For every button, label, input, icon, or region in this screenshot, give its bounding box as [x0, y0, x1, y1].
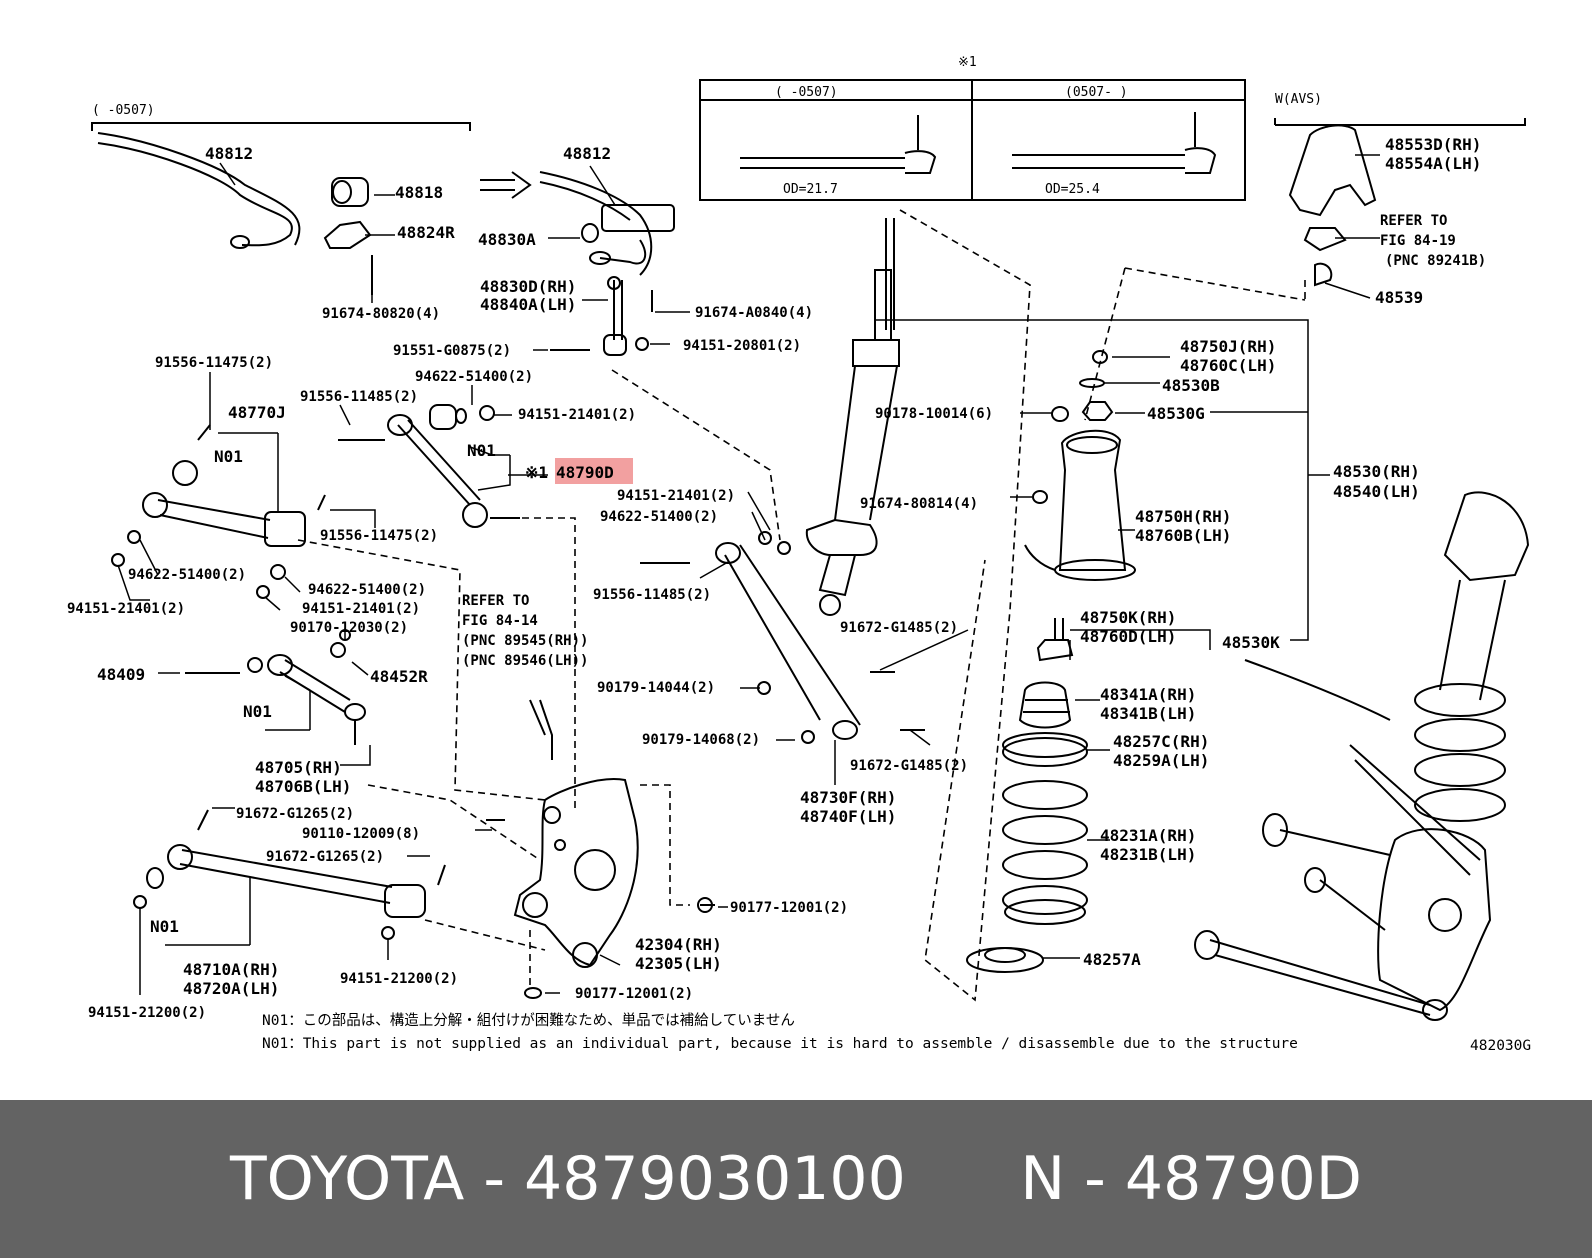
- part-90170-12030: 90170-12030(2): [290, 620, 408, 636]
- part-94151-21401-d: 94151-21401(2): [617, 488, 735, 504]
- diagram-code: 482030G: [1470, 1038, 1531, 1054]
- part-48452R: 48452R: [370, 667, 428, 686]
- part-94151-21200-a: 94151-21200(2): [340, 971, 458, 987]
- range-left: ( -0507): [775, 85, 838, 100]
- highlight-prefix: ※1: [525, 463, 548, 482]
- part-91556-11475-a: 91556-11475(2): [155, 355, 273, 371]
- part-48750K: 48750K(RH): [1080, 608, 1176, 627]
- part-94151-21401-a: 94151-21401(2): [518, 407, 636, 423]
- part-90178-10014: 90178-10014(6): [875, 406, 993, 422]
- highlight-box: [555, 458, 633, 484]
- refer-fig-84-19-line3: (PNC 89241B): [1385, 253, 1486, 269]
- n01-label-1: N01: [214, 447, 243, 466]
- part-91674-80820: 91674-80820(4): [322, 306, 440, 322]
- part-94151-21200-b: 94151-21200(2): [88, 1005, 206, 1021]
- part-48540: 48540(LH): [1333, 482, 1420, 501]
- part-94151-21401-b: 94151-21401(2): [67, 601, 185, 617]
- part-48231A: 48231A(RH): [1100, 826, 1196, 845]
- part-48790D-highlight: 48790D: [556, 463, 614, 482]
- part-48812-left: 48812: [205, 144, 253, 163]
- part-91551-G0875: 91551-G0875(2): [393, 343, 511, 359]
- n01-label-4: N01: [150, 917, 179, 936]
- part-48760D: 48760D(LH): [1080, 627, 1176, 646]
- refer-fig-84-14-line1: REFER TO: [462, 593, 529, 609]
- n01-label-3: N01: [243, 702, 272, 721]
- part-94622-51400-b: 94622-51400(2): [128, 567, 246, 583]
- refer-fig-84-19-line1: REFER TO: [1380, 213, 1447, 229]
- note-english: N01：This part is not supplied as an indi…: [262, 1036, 1298, 1052]
- part-48530B: 48530B: [1162, 376, 1220, 395]
- part-90110-12009: 90110-12009(8): [302, 826, 420, 842]
- star1-label: ※1: [958, 55, 977, 70]
- part-42304: 42304(RH): [635, 935, 722, 954]
- part-90179-14044: 90179-14044(2): [597, 680, 715, 696]
- part-48750H: 48750H(RH): [1135, 507, 1231, 526]
- part-94151-20801: 94151-20801(2): [683, 338, 801, 354]
- part-48553D: 48553D(RH): [1385, 135, 1481, 154]
- n01-label-2: N01: [467, 441, 496, 460]
- od-right: OD=25.4: [1045, 182, 1100, 197]
- refer-fig-84-14-line4: (PNC 89546(LH)): [462, 653, 588, 669]
- part-48409: 48409: [97, 665, 145, 684]
- part-48750J: 48750J(RH): [1180, 337, 1276, 356]
- part-91672-G1265-a: 91672-G1265(2): [236, 806, 354, 822]
- part-48812-right: 48812: [563, 144, 611, 163]
- part-94622-51400-c: 94622-51400(2): [308, 582, 426, 598]
- part-48830D: 48830D(RH): [480, 277, 576, 296]
- part-94622-51400-a: 94622-51400(2): [415, 369, 533, 385]
- part-48770J: 48770J: [228, 403, 286, 422]
- part-48710A: 48710A(RH): [183, 960, 279, 979]
- part-94622-51400-d: 94622-51400(2): [600, 509, 718, 525]
- part-48539: 48539: [1375, 288, 1423, 307]
- part-48257C: 48257C(RH): [1113, 732, 1209, 751]
- part-94151-21401-c: 94151-21401(2): [302, 601, 420, 617]
- part-48341A: 48341A(RH): [1100, 685, 1196, 704]
- od-left: OD=21.7: [783, 182, 838, 197]
- part-42305: 42305(LH): [635, 954, 722, 973]
- part-48341B: 48341B(LH): [1100, 704, 1196, 723]
- part-48257A: 48257A: [1083, 950, 1141, 969]
- refer-fig-84-14-line2: FIG 84-14: [462, 613, 538, 629]
- part-48730F: 48730F(RH): [800, 788, 896, 807]
- part-48554A: 48554A(LH): [1385, 154, 1481, 173]
- part-48760C: 48760C(LH): [1180, 356, 1276, 375]
- parts-diagram: ※1 ( -0507) (0507- ) OD=21.7 OD=25.4 ( -…: [67, 55, 1531, 1054]
- part-48706B: 48706B(LH): [255, 777, 351, 796]
- part-90177-12001-b: 90177-12001(2): [575, 986, 693, 1002]
- part-48259A: 48259A(LH): [1113, 751, 1209, 770]
- range-top: ( -0507): [92, 103, 155, 118]
- part-91674-A0840: 91674-A0840(4): [695, 305, 813, 321]
- refer-fig-84-14-line3: (PNC 89545(RH)): [462, 633, 588, 649]
- part-48824R: 48824R: [397, 223, 455, 242]
- part-48705: 48705(RH): [255, 758, 342, 777]
- part-48231B: 48231B(LH): [1100, 845, 1196, 864]
- part-90177-12001-a: 90177-12001(2): [730, 900, 848, 916]
- part-48720A: 48720A(LH): [183, 979, 279, 998]
- refer-fig-84-19-line2: FIG 84-19: [1380, 233, 1456, 249]
- part-48740F: 48740F(LH): [800, 807, 896, 826]
- part-number-caption: TOYOTA - 4879030100 N - 48790D: [230, 1144, 1362, 1214]
- part-91556-11485-b: 91556-11485(2): [593, 587, 711, 603]
- part-48818: 48818: [395, 183, 443, 202]
- w-avs-label: W(AVS): [1275, 92, 1322, 107]
- part-48530G: 48530G: [1147, 404, 1205, 423]
- footer-banner: TOYOTA - 4879030100 N - 48790D: [0, 1100, 1592, 1258]
- part-48530: 48530(RH): [1333, 462, 1420, 481]
- part-90179-14068: 90179-14068(2): [642, 732, 760, 748]
- part-91672-G1265-b: 91672-G1265(2): [266, 849, 384, 865]
- part-48840A: 48840A(LH): [480, 295, 576, 314]
- part-91556-11485-a: 91556-11485(2): [300, 389, 418, 405]
- part-91556-11475-b: 91556-11475(2): [320, 528, 438, 544]
- part-48530K: 48530K: [1222, 633, 1280, 652]
- part-48760B: 48760B(LH): [1135, 526, 1231, 545]
- range-right: (0507- ): [1065, 85, 1128, 100]
- part-48830A: 48830A: [478, 230, 536, 249]
- part-91674-80814: 91674-80814(4): [860, 496, 978, 512]
- part-91672-G1485-b: 91672-G1485(2): [850, 758, 968, 774]
- note-japanese: N01：この部品は、構造上分解・組付けが困難なため、単品では補給していません: [262, 1012, 795, 1029]
- part-91672-G1485-a: 91672-G1485(2): [840, 620, 958, 636]
